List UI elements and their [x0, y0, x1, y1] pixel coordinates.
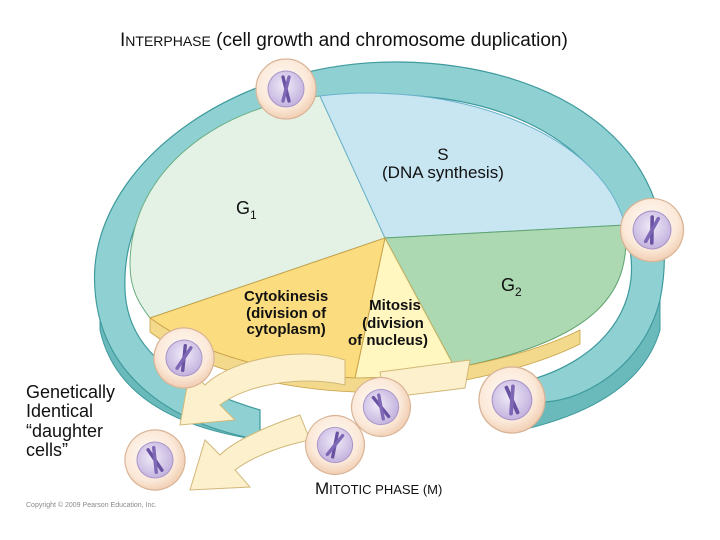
s-sector	[319, 92, 626, 239]
cell-top	[254, 57, 318, 121]
s-phase-label: S (DNA synthesis)	[382, 145, 504, 182]
interphase-subtitle: (cell growth and chromosome duplication)	[216, 30, 568, 51]
g1-phase-label: G1	[236, 198, 257, 222]
cytokinesis-label: Cytokinesis (division of cytoplasm)	[244, 288, 329, 338]
copyright-notice: Copyright © 2009 Pearson Education, Inc.	[26, 502, 157, 509]
mitosis-label: Mitosis (division of nucleus)	[348, 297, 429, 350]
mitotic-arrow-lower	[189, 414, 311, 491]
interphase-title: INTERPHASE (cell growth and chromosome d…	[120, 30, 568, 51]
g2-phase-label: G2	[501, 275, 522, 299]
mitotic-arrow-left	[179, 353, 346, 426]
daughter-cells-label: Genetically Identical “daughter cells”	[26, 382, 116, 461]
mitotic-phase-label: MITOTIC PHASE (M)	[315, 479, 443, 498]
